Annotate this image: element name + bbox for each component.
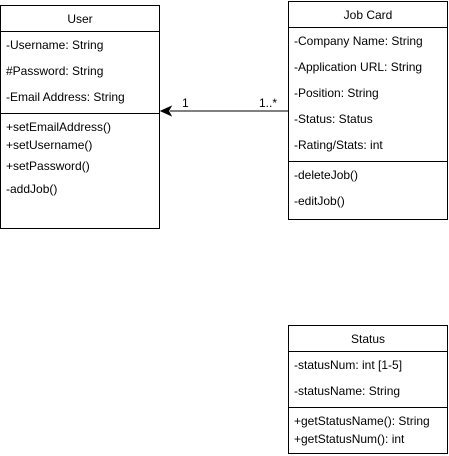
status-attribute-name: -statusName: String (294, 384, 401, 398)
user-attribute-email: -Email Address: String (6, 90, 125, 104)
job-card-method-delete: -deleteJob() (294, 168, 359, 182)
status-method-get-name: +getStatusName(): String (294, 414, 430, 428)
user-method-set-email: +setEmailAddress() (6, 120, 112, 134)
source-multiplicity: 1 (182, 96, 189, 110)
user-method-add-job: -addJob() (6, 182, 58, 196)
job-card-attribute-url: -Application URL: String (294, 60, 423, 74)
class-job-card-title: Job Card (289, 2, 447, 28)
class-status[interactable]: Status -statusNum: int [1-5] -statusName… (288, 325, 448, 454)
class-job-card-attributes: -Company Name: String -Application URL: … (289, 28, 447, 162)
user-method-set-username: +setUsername() (6, 138, 93, 152)
class-job-card-methods: -deleteJob() -editJob() (289, 162, 447, 219)
job-card-method-edit: -editJob() (294, 194, 345, 208)
class-status-attributes: -statusNum: int [1-5] -statusName: Strin… (289, 352, 447, 408)
user-attribute-password: #Password: String (6, 64, 104, 78)
job-card-attribute-rating: -Rating/Stats: int (294, 138, 383, 152)
job-card-attribute-company: -Company Name: String (294, 34, 423, 48)
class-status-title: Status (289, 326, 447, 352)
class-user[interactable]: User -Username: String #Password: String… (0, 5, 160, 229)
status-attribute-num: -statusNum: int [1-5] (294, 358, 403, 372)
class-job-card[interactable]: Job Card -Company Name: String -Applicat… (288, 1, 448, 220)
class-user-attributes: -Username: String #Password: String -Ema… (1, 32, 159, 114)
user-method-set-password: +setPassword() (6, 159, 90, 173)
status-method-get-num: +getStatusNum(): int (294, 432, 405, 446)
job-card-attribute-position: -Position: String (294, 86, 379, 100)
user-attribute-username: -Username: String (6, 38, 104, 52)
class-user-methods: +setEmailAddress() +setUsername() +setPa… (1, 114, 159, 228)
class-status-methods: +getStatusName(): String +getStatusNum()… (289, 408, 447, 453)
association-arrowhead (159, 105, 173, 117)
class-user-title: User (1, 6, 159, 32)
job-card-attribute-status: -Status: Status (294, 112, 373, 126)
target-multiplicity: 1..* (259, 96, 278, 110)
